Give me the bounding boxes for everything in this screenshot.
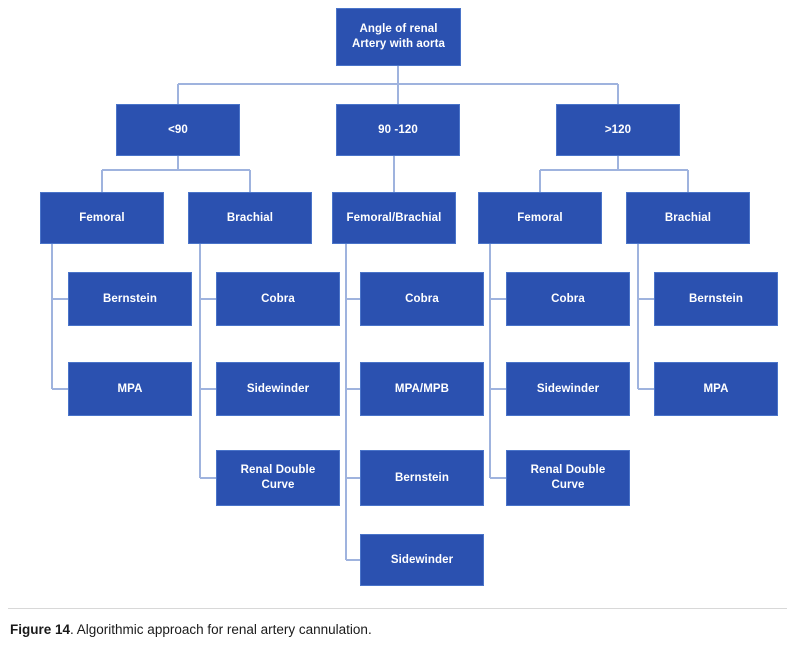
- caption-divider: [8, 608, 787, 609]
- node-catheter-sidewinder-c4[interactable]: Sidewinder: [506, 362, 630, 416]
- node-catheter-mpa-c5[interactable]: MPA: [654, 362, 778, 416]
- figure-caption: Figure 14. Algorithmic approach for rena…: [0, 600, 795, 652]
- node-access-femoral-left[interactable]: Femoral: [40, 192, 164, 244]
- node-access-brachial-left[interactable]: Brachial: [188, 192, 312, 244]
- node-catheter-mpa-c1[interactable]: MPA: [68, 362, 192, 416]
- node-access-femoral-right[interactable]: Femoral: [478, 192, 602, 244]
- node-catheter-sidewinder-c3[interactable]: Sidewinder: [360, 534, 484, 586]
- node-catheter-mpa-mpb-c3[interactable]: MPA/MPB: [360, 362, 484, 416]
- node-angle-lt-90[interactable]: <90: [116, 104, 240, 156]
- node-catheter-cobra-c2[interactable]: Cobra: [216, 272, 340, 326]
- node-catheter-renal-double-curve-c4[interactable]: Renal Double Curve: [506, 450, 630, 506]
- node-angle-90-120[interactable]: 90 -120: [336, 104, 460, 156]
- node-root-angle-of-renal-artery[interactable]: Angle of renal Artery with aorta: [336, 8, 461, 66]
- node-angle-gt-120[interactable]: >120: [556, 104, 680, 156]
- node-catheter-bernstein-c3[interactable]: Bernstein: [360, 450, 484, 506]
- node-catheter-cobra-c4[interactable]: Cobra: [506, 272, 630, 326]
- caption-figure-number: Figure 14: [10, 622, 71, 637]
- node-catheter-renal-double-curve-c2[interactable]: Renal Double Curve: [216, 450, 340, 506]
- flowchart-diagram: Angle of renal Artery with aorta <90 90 -1…: [40, 8, 778, 586]
- node-catheter-bernstein-c1[interactable]: Bernstein: [68, 272, 192, 326]
- node-access-brachial-right[interactable]: Brachial: [626, 192, 750, 244]
- node-catheter-bernstein-c5[interactable]: Bernstein: [654, 272, 778, 326]
- node-access-femoral-brachial[interactable]: Femoral/Brachial: [332, 192, 456, 244]
- node-catheter-sidewinder-c2[interactable]: Sidewinder: [216, 362, 340, 416]
- caption-description: . Algorithmic approach for renal artery …: [70, 622, 372, 637]
- caption-line: Figure 14. Algorithmic approach for rena…: [10, 622, 372, 637]
- node-layer: Angle of renal Artery with aorta <90 90 -1…: [40, 8, 778, 586]
- node-catheter-cobra-c3[interactable]: Cobra: [360, 272, 484, 326]
